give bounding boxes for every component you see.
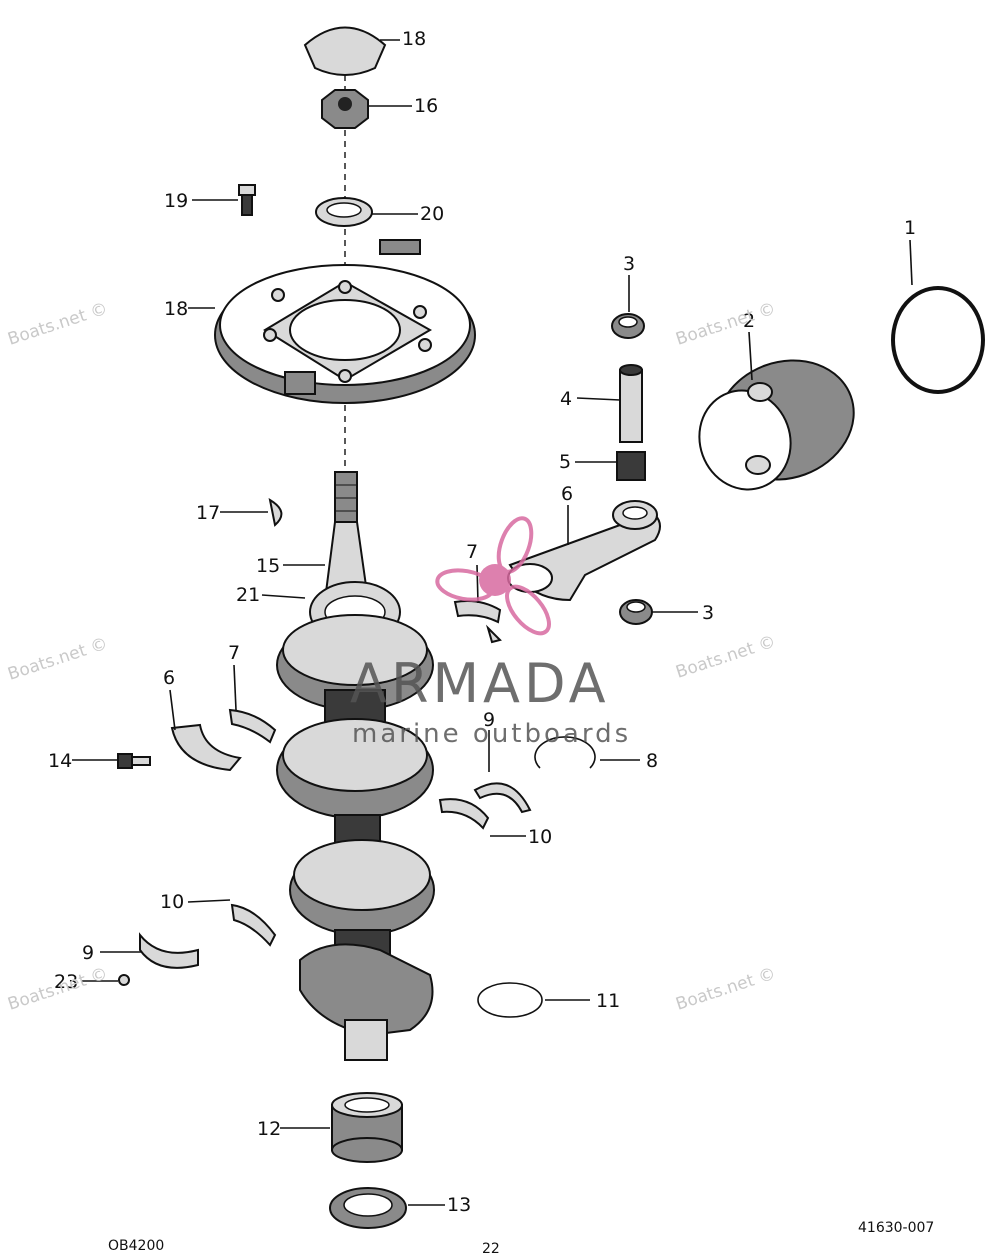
callout-5: 5 [559,451,571,473]
armada-logo: ARMADA marine outboards [350,516,631,749]
part-10-lower-bearing-cage [230,903,277,947]
callout-7-upper: 7 [466,541,478,563]
callout-3-upper: 3 [623,253,635,275]
callout-10-upper: 10 [528,826,552,848]
armada-wordmark: ARMADA [350,652,610,715]
part-9-upper-bearing-race [473,782,532,814]
callout-18: 19 [164,190,188,212]
callout-14: 14 [48,750,72,772]
callout-6-rod: 6 [561,483,573,505]
part-5-needle-bearing [616,451,646,481]
callout-4: 4 [560,388,572,410]
callout-16: 17 [196,502,220,524]
part-1-piston-ring [891,286,985,394]
callout-15: 15 [256,555,280,577]
part-6-connecting-rod [507,500,661,602]
callout-20: 16 [414,95,438,117]
callout-3-lower: 3 [702,602,714,624]
figure-number: 41630-007 [858,1220,934,1236]
part-18-screw [238,184,256,216]
callout-9-lower: 9 [82,942,94,964]
callout-8: 8 [646,750,658,772]
catalog-code: OB4200 [108,1238,164,1253]
part-16-woodruff-key [268,497,283,527]
part-11-retaining-ring [477,982,543,1018]
armada-tagline: marine outboards [352,719,631,749]
part-17-housing [214,239,476,404]
part-4-wrist-pin [619,364,643,443]
callout-23: 23 [54,971,78,993]
watermark-text: Boats.net © [5,634,110,685]
part-15-crankshaft [276,471,435,1061]
part-19-seal [315,197,373,227]
callout-9-upper: 9 [483,709,495,731]
part-8-retaining-ring [534,736,596,769]
callout-1: 1 [904,217,916,239]
callout-6-cap: 6 [163,667,175,689]
part-23-locating-pin [118,974,130,986]
callout-13: 13 [447,1194,471,1216]
callout-22: 18 [402,28,426,50]
part-22-cap [303,26,387,76]
part-2-piston [698,359,855,491]
callout-7-lower: 7 [228,642,240,664]
callout-2: 2 [743,310,755,332]
part-12-bearing [331,1092,403,1163]
callout-19: 20 [420,203,444,225]
callout-17: 18 [164,298,188,320]
callout-labels: 18 16 20 19 18 17 15 21 1 2 3 4 5 6 7 3 … [48,28,916,1216]
propeller-icon [435,516,551,636]
page-number: 22 [482,1241,500,1253]
watermark-text: Boats.net © [673,299,778,350]
part-9-lower-bearing-race [139,932,199,969]
leader-lines [72,39,913,1206]
callout-11: 11 [596,990,620,1012]
watermark-text: Boats.net © [5,299,110,350]
part-7-upper-bearing-cage [453,600,502,644]
part-10-upper-bearing-cage [438,798,490,830]
part-3-upper-thrust-washer [611,313,645,339]
part-20-nut [321,89,369,129]
part-6-rod-cap [170,723,242,772]
part-14-cap-screw [117,753,151,769]
watermark-text: Boats.net © [673,964,778,1015]
callout-21: 21 [236,584,260,606]
callout-12: 12 [257,1118,281,1140]
callout-10-lower: 10 [160,891,184,913]
watermark-text: Boats.net © [673,632,778,683]
part-3-lower-thrust-washer [619,599,653,625]
part-13-seal [329,1187,407,1229]
part-7-lower-bearing-cage [228,708,277,744]
